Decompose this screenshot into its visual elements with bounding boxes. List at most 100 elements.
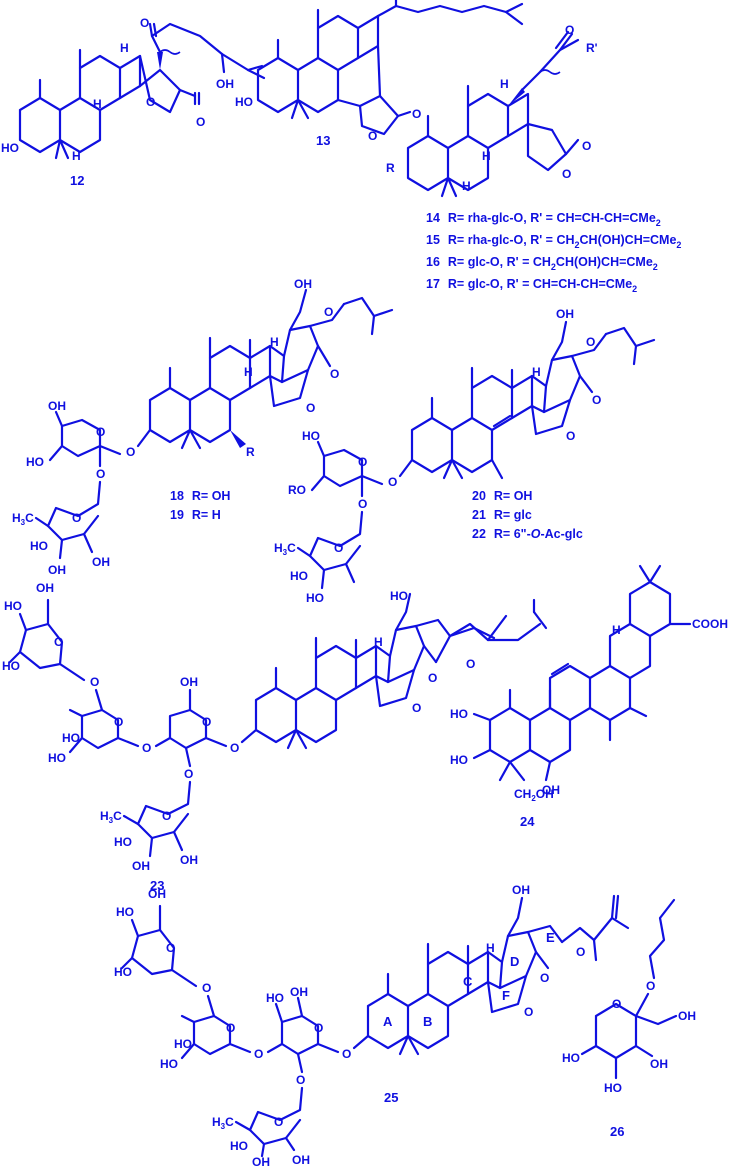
atom-label-oh: OH <box>180 675 198 689</box>
atom-label-o: O <box>140 16 149 30</box>
atom-label-o: O <box>412 701 421 715</box>
atom-label-ho: HO <box>160 1057 178 1071</box>
atom-label-oh: OH <box>294 277 312 291</box>
atom-label-o: O <box>358 455 367 469</box>
atom-label-o: O <box>540 971 549 985</box>
atom-label-oh: OH <box>148 887 166 901</box>
atom-label-h: H <box>120 41 129 55</box>
atom-label-oh: OH <box>48 399 66 413</box>
atom-label-o: O <box>96 467 105 481</box>
compounds-20-22-structure: OH O O O H O O HO RO O O H3C HO HO <box>274 307 656 605</box>
atom-label-o: O <box>612 997 621 1011</box>
atom-label-oh: OH <box>650 1057 668 1071</box>
atom-label-h3c: H3C <box>12 511 34 527</box>
atom-label-o: O <box>274 1115 283 1129</box>
ring-label-e: E <box>546 930 555 945</box>
atom-label-o: O <box>576 945 585 959</box>
compound-number: 24 <box>520 814 535 829</box>
atom-label-oh: OH <box>216 77 234 91</box>
ring-label-b: B <box>423 1014 432 1029</box>
compound-number: 13 <box>316 133 330 148</box>
atom-label-h3c: H3C <box>274 541 296 557</box>
atom-label-h: H <box>72 149 81 163</box>
atom-label-h: H <box>93 97 102 111</box>
atom-label-oh: OH <box>252 1155 270 1168</box>
atom-label-ho: HO <box>174 1037 192 1051</box>
atom-label-o: O <box>306 401 315 415</box>
atom-label-ho: HO <box>235 95 253 109</box>
atom-label-o: O <box>388 475 397 489</box>
atom-label-ho: HO <box>266 991 284 1005</box>
atom-label-ho: HO <box>302 429 320 443</box>
atom-label-ch2oh: CH2OH <box>514 787 554 803</box>
atom-label-o: O <box>412 107 421 121</box>
atom-label-ho: HO <box>116 905 134 919</box>
atom-label-o: O <box>202 715 211 729</box>
atom-label-ho: HO <box>450 753 468 767</box>
atom-label-h3c: H3C <box>100 809 122 825</box>
atom-label-ho: HO <box>1 141 19 155</box>
atom-label-o: O <box>202 981 211 995</box>
atom-label-h: H <box>612 623 621 637</box>
atom-label-r: R <box>246 445 255 459</box>
atom-label-o: O <box>334 541 343 555</box>
atom-label-ho: HO <box>604 1081 622 1095</box>
atom-label-o: O <box>162 809 171 823</box>
atom-label-ho: HO <box>390 589 408 603</box>
atom-label-o: O <box>230 741 239 755</box>
atom-label-ho: HO <box>114 835 132 849</box>
ring-label-a: A <box>383 1014 393 1029</box>
atom-label-o: O <box>96 425 105 439</box>
atom-label-o: O <box>565 23 574 37</box>
atom-label-o: O <box>592 393 601 407</box>
ring-label-c: C <box>463 974 473 989</box>
atom-label-ho: HO <box>4 599 22 613</box>
atom-label-h: H <box>532 365 541 379</box>
atom-label-ho: HO <box>30 539 48 553</box>
atom-label-o: O <box>368 129 377 143</box>
atom-label-cooh: COOH <box>692 617 728 631</box>
atom-label-h3c: H3C <box>212 1115 234 1131</box>
atom-label-o: O <box>142 741 151 755</box>
atom-label-o: O <box>184 767 193 781</box>
atom-label-o: O <box>324 305 333 319</box>
compound-12-structure: O OH O O H H H HO 12 <box>1 16 266 188</box>
atom-label-oh: OH <box>92 555 110 569</box>
atom-label-oh: OH <box>36 581 54 595</box>
ring-label-f: F <box>502 988 510 1003</box>
compound-number: 25 <box>384 1090 398 1105</box>
compound-26-structure: O O OH OH HO HO 26 <box>562 898 696 1139</box>
atom-label-r: R <box>386 161 395 175</box>
atom-label-ho: HO <box>114 965 132 979</box>
atom-label-o: O <box>524 1005 533 1019</box>
atom-label-o: O <box>226 1021 235 1035</box>
compound-number: 26 <box>610 1124 624 1139</box>
atom-label-o: O <box>296 1073 305 1087</box>
atom-label-oh: OH <box>290 985 308 999</box>
compound-number: 23 <box>150 878 164 893</box>
atom-label-oh: OH <box>292 1153 310 1167</box>
atom-label-oh: OH <box>556 307 574 321</box>
atom-label-o: O <box>428 671 437 685</box>
atom-label-o: O <box>72 511 81 525</box>
atom-label-h: H <box>486 941 495 955</box>
atom-label-r-prime: R' <box>586 41 598 55</box>
atom-label-o: O <box>254 1047 263 1061</box>
atom-label-h: H <box>482 149 491 163</box>
compound-number: 12 <box>70 173 84 188</box>
compound-25-structure: OH O O O H A B C D E F O O OH HO O O HO … <box>114 883 630 1168</box>
compound-23-structure: HO O O O H O O OH O O HO HO O O HO HO OH… <box>2 581 548 893</box>
atom-label-h: H <box>374 635 383 649</box>
atom-label-o: O <box>466 657 475 671</box>
atom-label-ho: HO <box>62 731 80 745</box>
ring-label-d: D <box>510 954 519 969</box>
